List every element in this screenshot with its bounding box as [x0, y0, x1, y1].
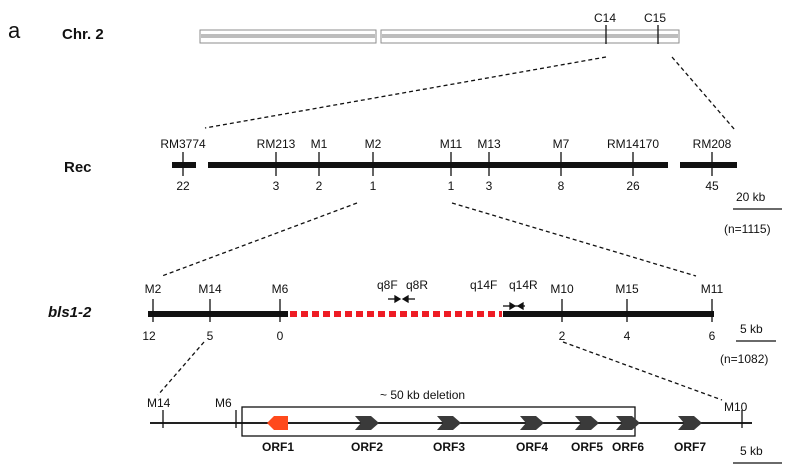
orf7-arrow: [678, 416, 702, 430]
rec-title: Rec: [64, 159, 92, 176]
bls-count-m14: 5: [207, 329, 214, 343]
bls-marker-m14: M14: [198, 282, 222, 296]
zoom-line-left-3: [157, 341, 205, 396]
deletion-label: ~ 50 kb deletion: [380, 388, 465, 402]
bls-population: (n=1082): [720, 352, 768, 366]
rec-marker-m1: M1: [311, 137, 328, 151]
rec-count-m13: 3: [486, 179, 493, 193]
orf1-arrow: [267, 416, 288, 430]
orf6-arrow: [616, 416, 640, 430]
detail-marker-m10: M10: [724, 400, 748, 414]
rec-marker-m7: M7: [553, 137, 570, 151]
bls-count-m11: 6: [709, 329, 716, 343]
rec-count-rm3774: 22: [176, 179, 190, 193]
rec-count-m7: 8: [558, 179, 565, 193]
primer-q14r: q14R: [509, 278, 538, 292]
orf4-arrow: [520, 416, 544, 430]
bls-scale-label: 5 kb: [740, 322, 763, 336]
primer-q14f: q14F: [470, 278, 497, 292]
bls-marker-m10: M10: [550, 282, 574, 296]
orf7-label: ORF7: [674, 440, 706, 454]
zoom-line-right-3: [562, 341, 723, 401]
bls-title: bls1-2: [48, 304, 92, 321]
bls-count-m10: 2: [559, 329, 566, 343]
rec-marker-rm213: RM213: [257, 137, 296, 151]
panel-label: a: [8, 18, 21, 43]
chromosome-bar: [199, 29, 680, 44]
bls-bar-left: [148, 311, 288, 317]
bls-marker-m6: M6: [272, 282, 289, 296]
rec-count-rm208: 45: [705, 179, 719, 193]
orf5-label: ORF5: [571, 440, 603, 454]
bls-marker-m15: M15: [615, 282, 639, 296]
bls-marker-m2: M2: [145, 282, 162, 296]
detail-marker-m6: M6: [215, 396, 232, 410]
deletion-box: [241, 406, 636, 437]
rec-marker-m11: M11: [440, 137, 463, 151]
orf3-arrow: [437, 416, 461, 430]
bls-count-m15: 4: [624, 329, 631, 343]
orf1-label: ORF1: [262, 440, 294, 454]
zoom-line-right-2: [451, 202, 697, 277]
rec-marker-m13: M13: [477, 137, 501, 151]
primer-q8f: q8F: [377, 278, 398, 292]
chromosome-title: Chr. 2: [62, 26, 104, 43]
orf2-arrow: [355, 416, 379, 430]
rec-count-m1: 2: [316, 179, 323, 193]
detail-scale-label: 5 kb: [740, 444, 763, 458]
rec-count-m11: 1: [448, 179, 455, 193]
bls-count-m6: 0: [277, 329, 284, 343]
primer-q8r: q8R: [406, 278, 428, 292]
chr-marker-c15: C15: [644, 11, 666, 25]
primer-arrows: [388, 294, 525, 311]
rec-bar: [172, 162, 737, 168]
orf3-label: ORF3: [433, 440, 465, 454]
rec-marker-rm14170: RM14170: [607, 137, 659, 151]
orf6-label: ORF6: [612, 440, 644, 454]
zoom-line-right: [671, 56, 736, 131]
bls-bar-right: [503, 311, 714, 317]
rec-count-rm14170: 26: [626, 179, 640, 193]
rec-count-rm213: 3: [273, 179, 280, 193]
rec-population: (n=1115): [724, 222, 771, 236]
chr-marker-c14: C14: [594, 11, 616, 25]
detail-marker-m14: M14: [147, 396, 171, 410]
orf2-label: ORF2: [351, 440, 383, 454]
rec-count-m2: 1: [370, 179, 377, 193]
zoom-line-left: [204, 56, 607, 129]
rec-scale-label: 20 kb: [736, 190, 766, 204]
orf5-arrow: [575, 416, 599, 430]
orf4-label: ORF4: [516, 440, 548, 454]
bls-count-m2: 12: [142, 329, 156, 343]
rec-marker-rm3774: RM3774: [160, 137, 206, 151]
rec-marker-m2: M2: [365, 137, 382, 151]
bls-marker-m11: M11: [701, 282, 724, 296]
rec-marker-rm208: RM208: [693, 137, 732, 151]
zoom-line-left-2: [161, 202, 358, 277]
